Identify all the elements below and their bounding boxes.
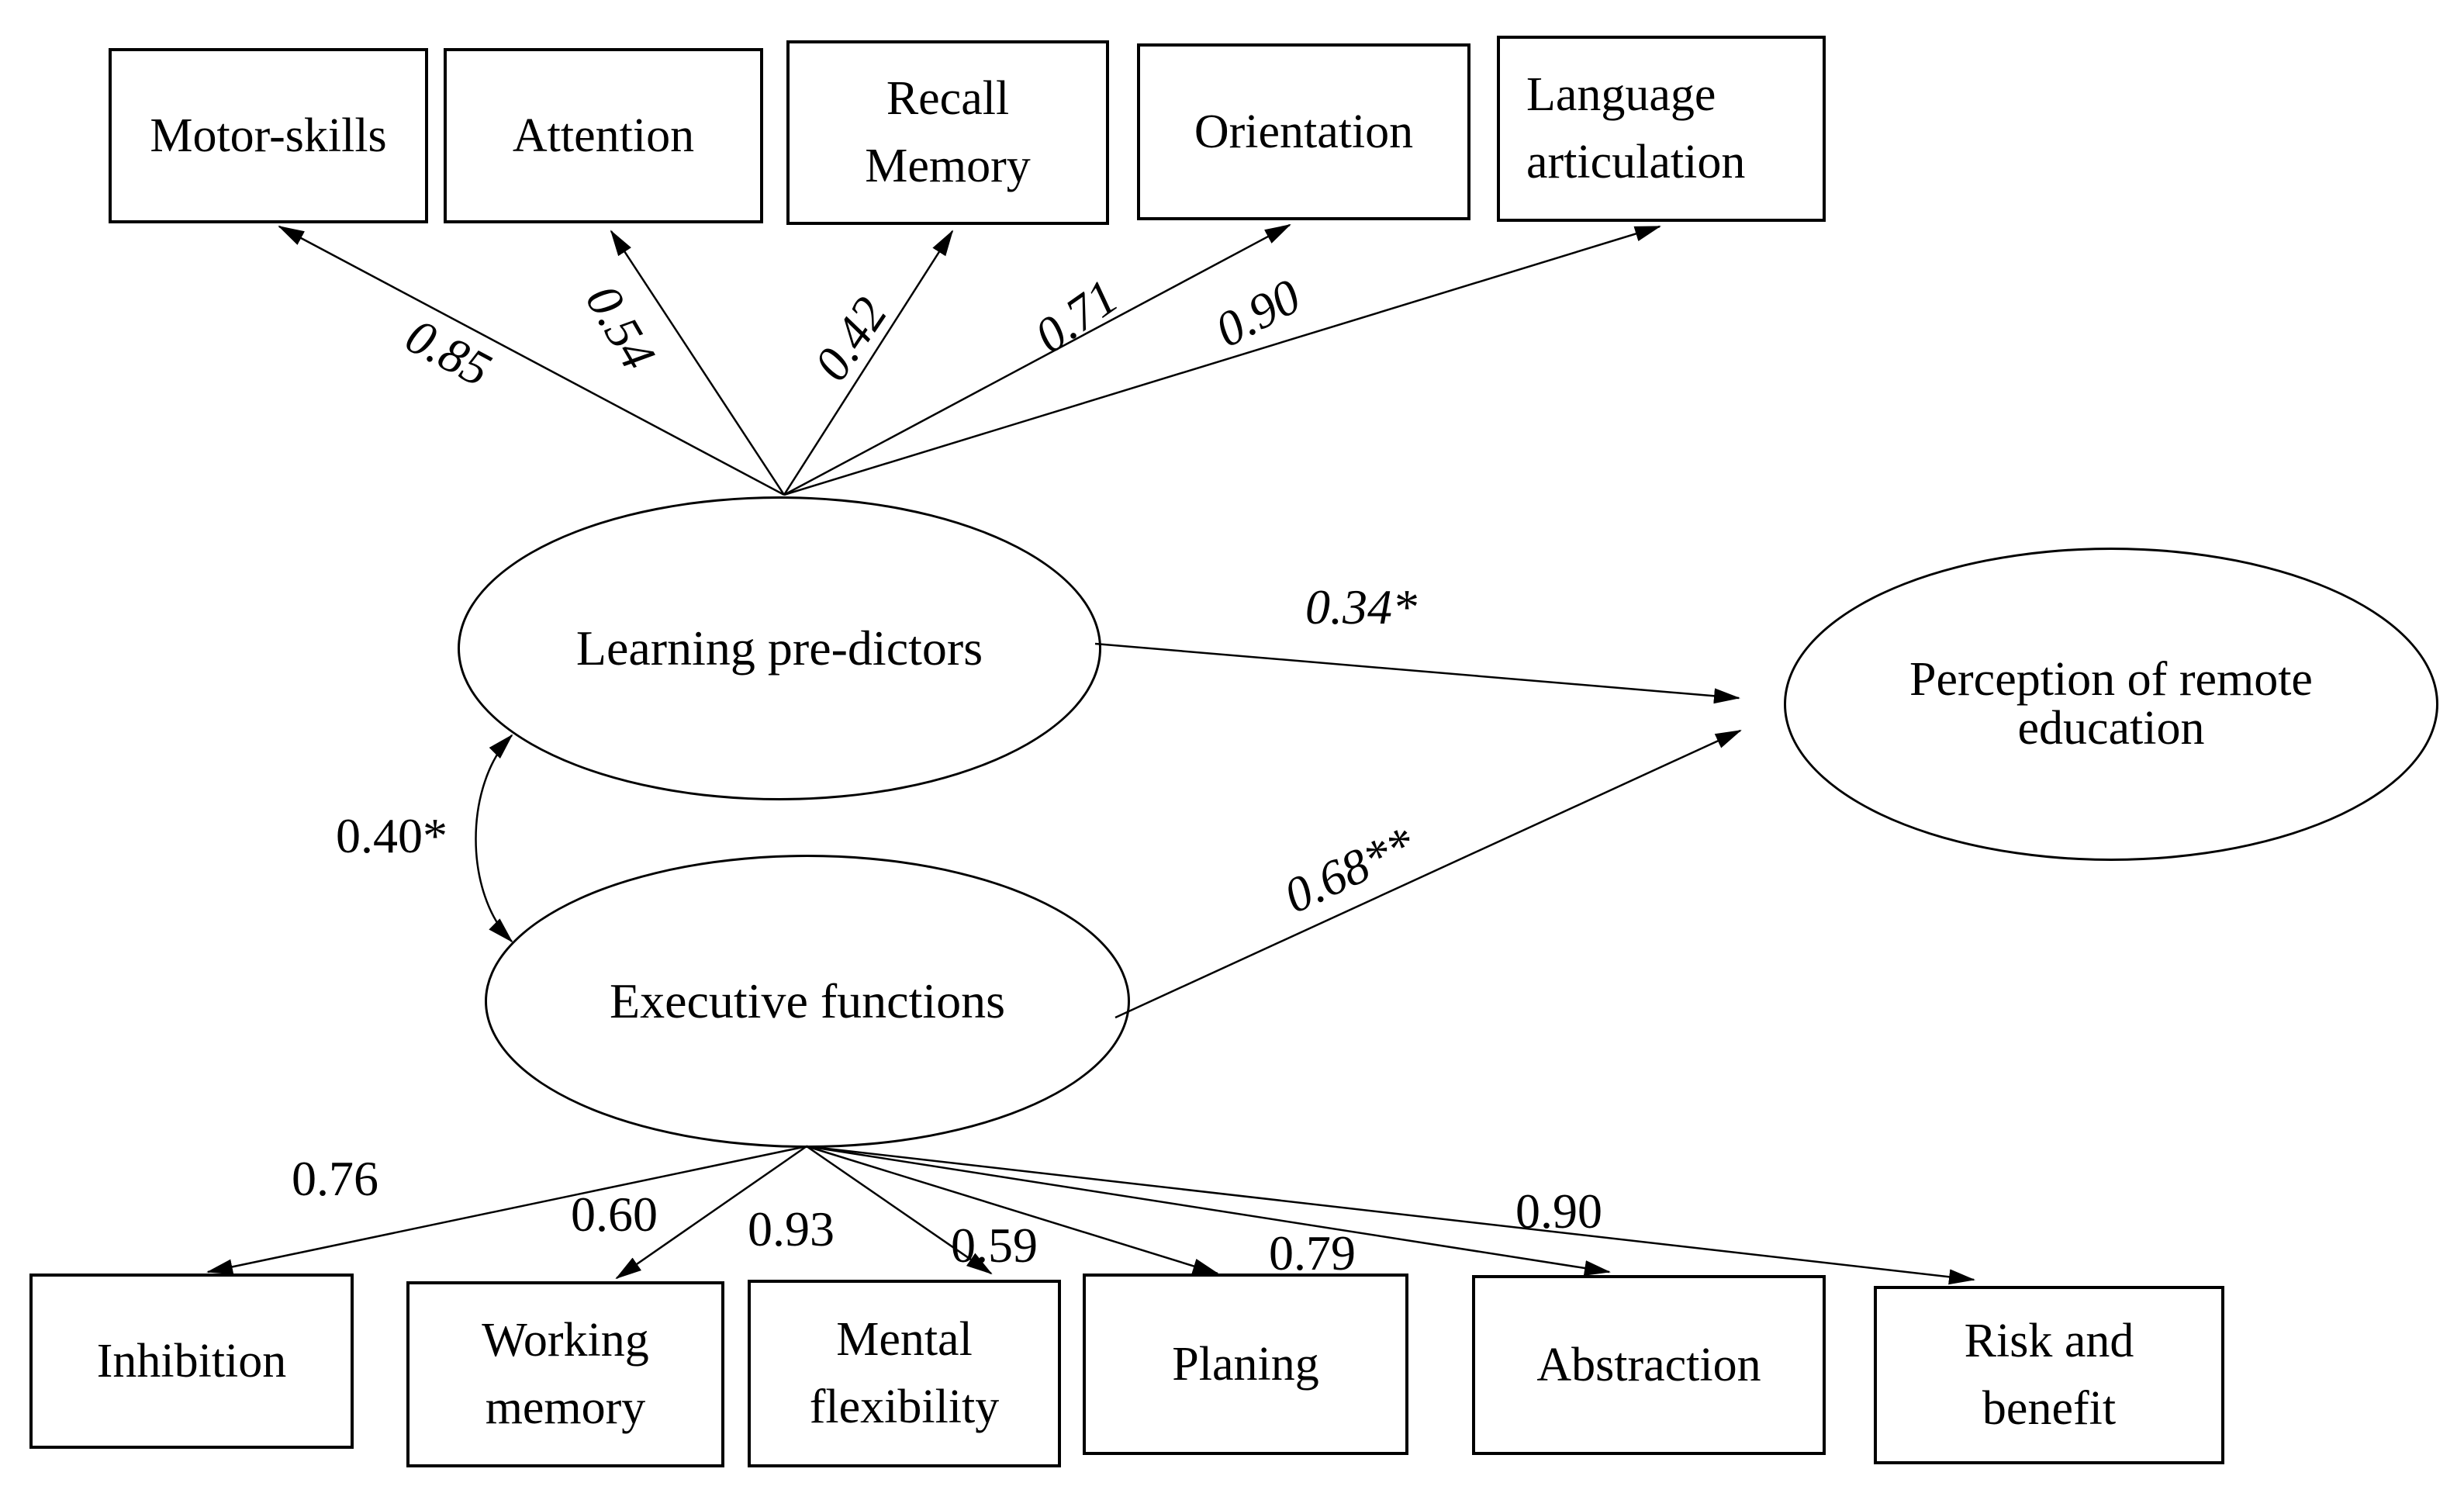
arrow-learning-to-motor-skills: [278, 225, 785, 496]
indicator-label-working-memory: Working memory: [482, 1314, 649, 1434]
arrow-learning-to-attention: [610, 230, 786, 496]
indicator-label-recall-memory: Recall Memory: [865, 72, 1031, 192]
indicator-box-attention: Attention: [444, 48, 763, 223]
indicator-label-orientation: Orientation: [1194, 105, 1414, 158]
indicator-box-working-memory: Working memory: [406, 1281, 724, 1467]
indicator-label-mental-flexibility: Mental flexibility: [809, 1313, 1000, 1433]
covariance-coefficient-learning-executive: 0.40*: [336, 808, 448, 863]
indicator-label-planing: Planing: [1172, 1337, 1319, 1391]
arrow-executive-to-perception: [1115, 729, 1742, 1019]
indicator-box-planing: Planing: [1083, 1274, 1408, 1455]
indicator-box-risk-and-benefit: Risk and benefit: [1874, 1286, 2224, 1464]
indicator-label-attention: Attention: [512, 109, 695, 162]
arrow-executive-to-inhibition: [206, 1145, 807, 1275]
indicator-box-orientation: Orientation: [1137, 43, 1470, 220]
latent-label-executive-functions: Executive functions: [609, 973, 1006, 1029]
indicator-box-inhibition: Inhibition: [29, 1274, 354, 1449]
indicator-box-recall-memory: Recall Memory: [786, 40, 1109, 225]
loading-label-planing: 0.59: [951, 1218, 1038, 1273]
loading-label-working-memory: 0.60: [571, 1187, 658, 1242]
indicator-label-risk-and-benefit: Risk and benefit: [1964, 1315, 2134, 1435]
arrow-executive-to-mental-flexibility: [806, 1145, 993, 1275]
latent-ellipse-perception-remote-education: Perception of remote education: [1784, 548, 2438, 861]
covariance-arrow-learning-executive: [475, 734, 513, 943]
indicator-label-abstraction: Abstraction: [1536, 1338, 1761, 1391]
indicator-box-motor-skills: Motor-skills: [109, 48, 428, 223]
latent-label-learning-predictors: Learning pre-dictors: [575, 620, 983, 676]
indicator-label-motor-skills: Motor-skills: [150, 109, 387, 162]
indicator-box-mental-flexibility: Mental flexibility: [748, 1280, 1061, 1467]
arrow-learning-to-language-articulation: [783, 225, 1661, 496]
arrow-learning-to-orientation: [783, 223, 1291, 496]
latent-ellipse-learning-predictors: Learning pre-dictors: [458, 496, 1101, 800]
arrow-learning-to-recall-memory: [783, 230, 954, 496]
latent-label-perception-remote-education: Perception of remote education: [1909, 652, 2313, 755]
indicator-box-abstraction: Abstraction: [1472, 1275, 1826, 1455]
indicator-box-language-articulation: Language articulation: [1497, 36, 1826, 222]
loading-label-abstraction: 0.79: [1269, 1225, 1356, 1280]
arrow-learning-to-perception: [1094, 642, 1740, 704]
loading-label-inhibition: 0.76: [292, 1151, 378, 1206]
arrow-executive-to-risk-and-benefit: [806, 1145, 1975, 1285]
indicator-label-inhibition: Inhibition: [96, 1334, 287, 1388]
loading-label-risk-and-benefit: 0.90: [1515, 1184, 1602, 1239]
loading-label-mental-flexibility: 0.93: [748, 1201, 835, 1256]
arrow-executive-to-planing: [806, 1145, 1219, 1275]
arrow-executive-to-abstraction: [806, 1145, 1611, 1276]
arrow-executive-to-working-memory: [615, 1145, 807, 1280]
path-coefficient-learning-to-perception: 0.34*: [1305, 579, 1417, 634]
indicator-label-language-articulation: Language articulation: [1526, 68, 1746, 188]
